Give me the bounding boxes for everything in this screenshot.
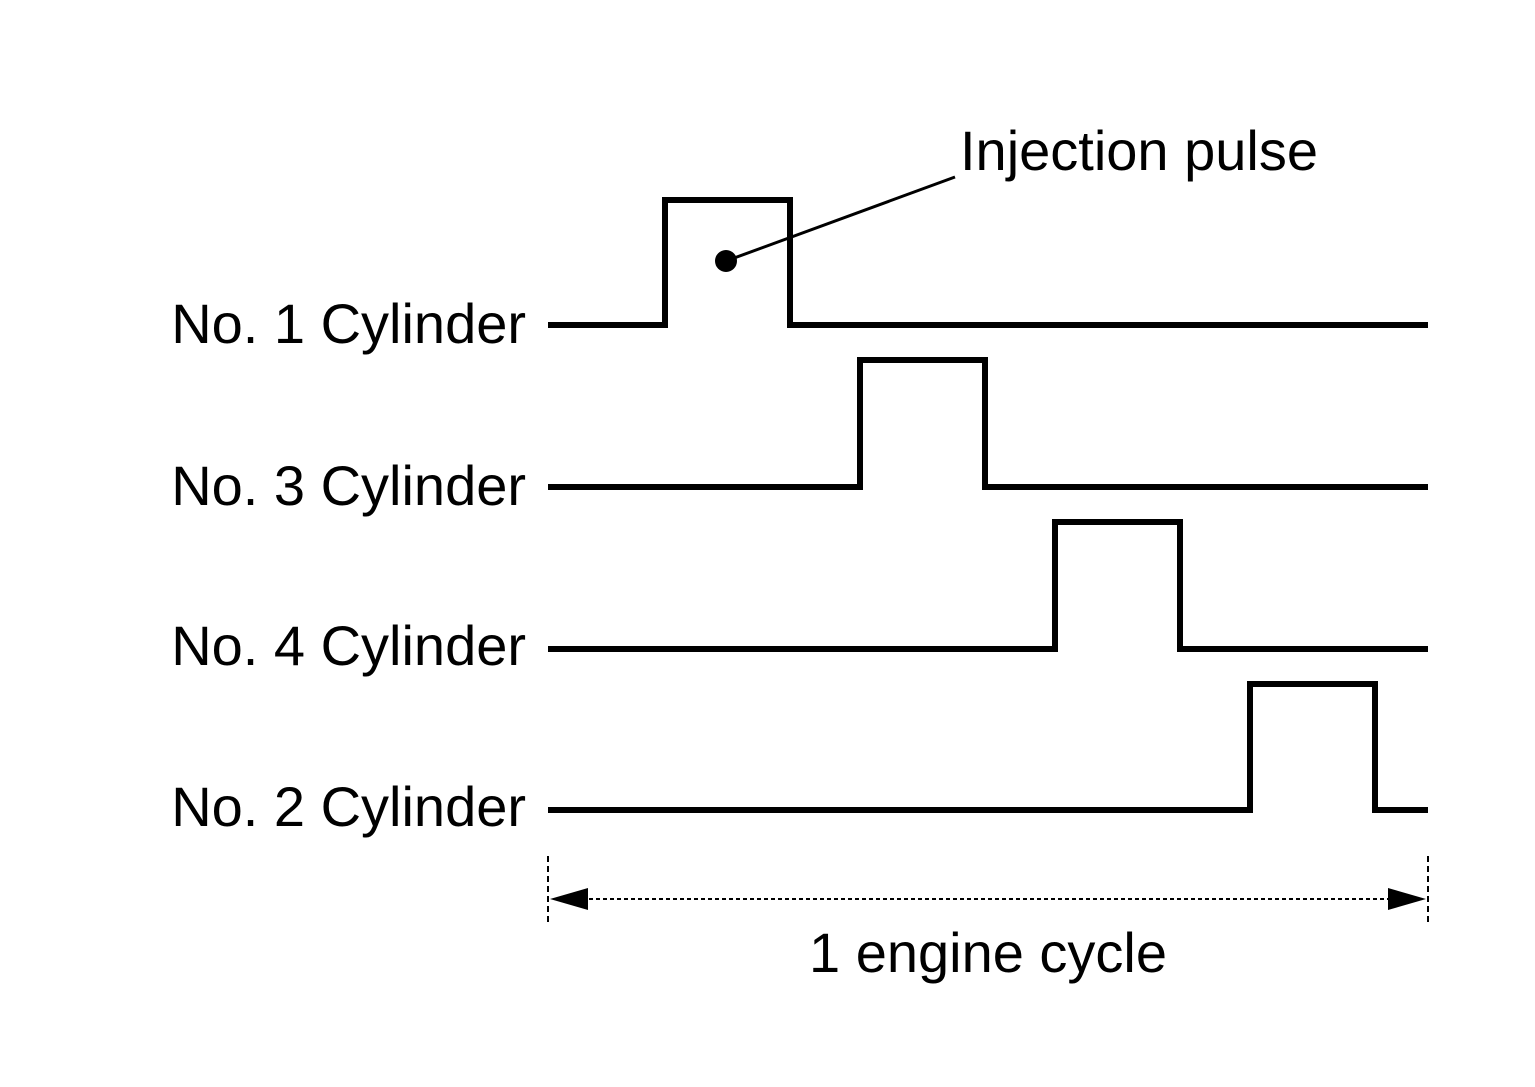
pulse-waveform-cylinder-1 xyxy=(548,197,1428,328)
cycle-arrow-right xyxy=(1388,888,1426,910)
cylinder-label-4: No. 4 Cylinder xyxy=(171,614,526,677)
cycle-arrow-left xyxy=(550,888,588,910)
cylinder-label-2: No. 2 Cylinder xyxy=(171,775,526,838)
cylinder-label-3: No. 3 Cylinder xyxy=(171,454,526,517)
engine-cycle-label: 1 engine cycle xyxy=(809,921,1167,984)
callout-dot xyxy=(715,250,737,272)
cylinder-label-1: No. 1 Cylinder xyxy=(171,292,526,355)
pulse-waveform-cylinder-2 xyxy=(548,681,1428,813)
pulse-waveform-cylinder-4 xyxy=(548,519,1428,652)
callout-leader-line xyxy=(725,175,956,263)
pulse-waveform-cylinder-3 xyxy=(548,357,1428,490)
injection-pulse-label: Injection pulse xyxy=(960,119,1318,182)
